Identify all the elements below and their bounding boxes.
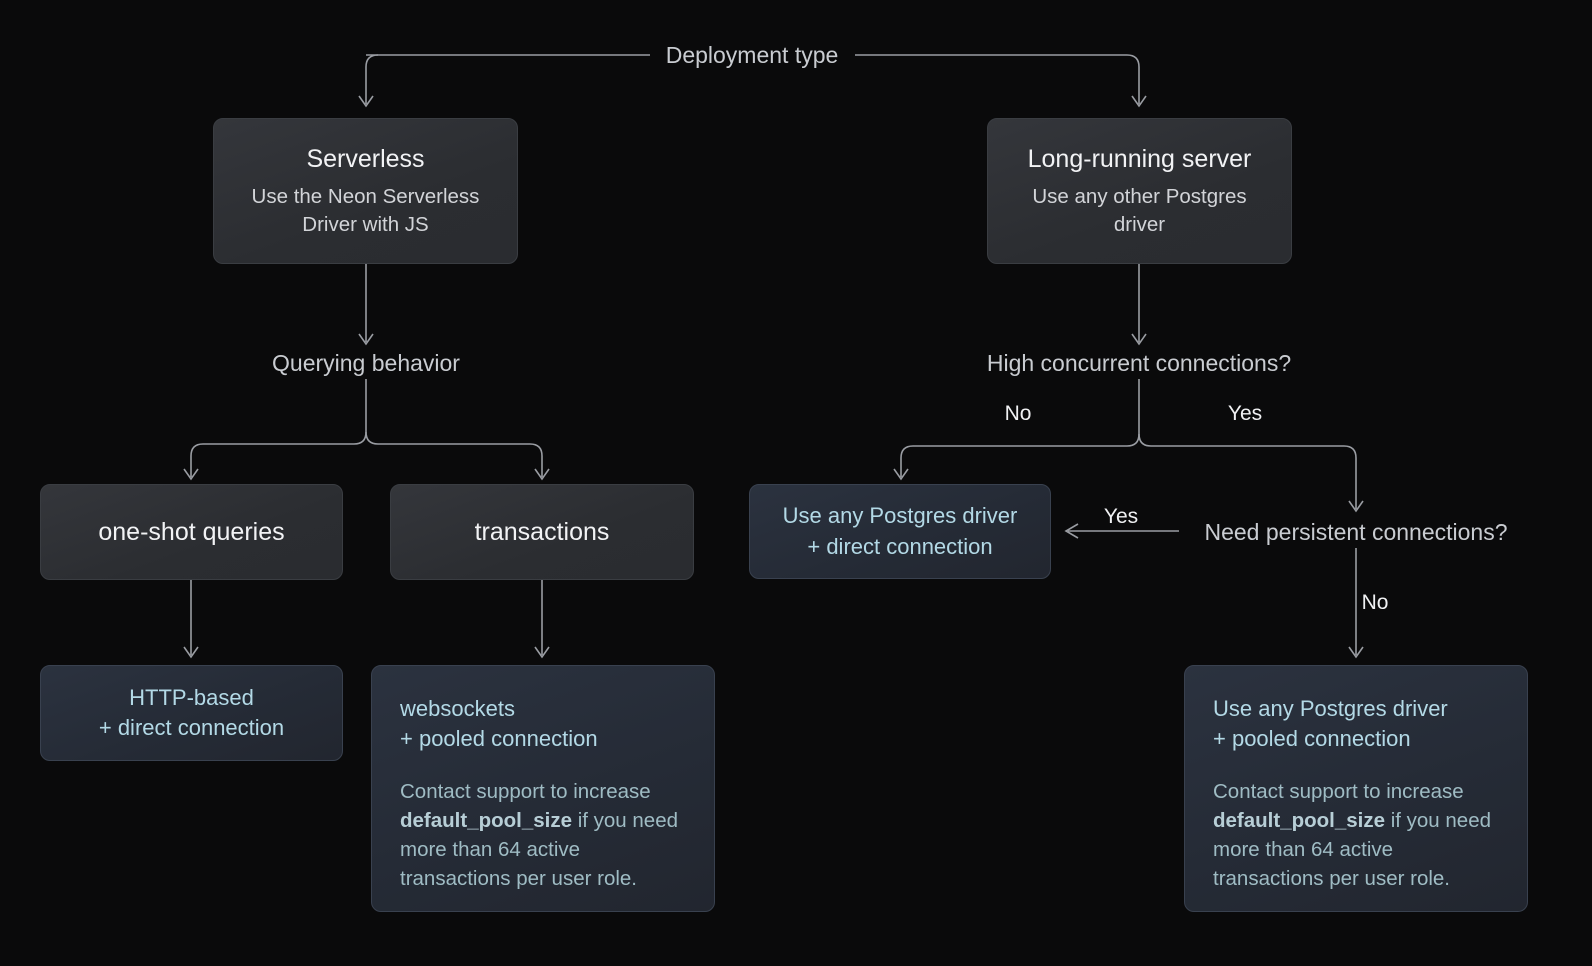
- arrowhead-websockets: [534, 646, 550, 659]
- node-http-direct-line1: HTTP-based: [129, 684, 254, 710]
- arrowhead-oneshot: [183, 468, 199, 481]
- branch-label-concurrent-no: No: [1004, 402, 1032, 425]
- edge-querying-to-transactions: [365, 431, 543, 477]
- node-websockets-body-before: Contact support to increase: [400, 779, 651, 803]
- node-websockets-body-after: if you need more than 64 active transact…: [400, 808, 679, 891]
- node-websockets-pooled-connection[interactable]: websockets + pooled connection Contact s…: [371, 665, 715, 912]
- node-driver-direct-line1: Use any Postgres driver: [782, 503, 1018, 529]
- branch-label-persistent-no: No: [1361, 591, 1389, 614]
- decision-need-persistent-connections: Need persistent connections?: [1204, 519, 1508, 545]
- node-transactions-title: transactions: [474, 518, 610, 546]
- node-driver-pooled-body-code: default_pool_size: [1213, 808, 1386, 832]
- decision-querying-behavior: Querying behavior: [272, 350, 460, 376]
- node-one-shot-queries-title: one-shot queries: [98, 518, 285, 546]
- arrowhead-long-running: [1131, 95, 1147, 108]
- node-http-based-direct-connection[interactable]: HTTP-based + direct connection: [40, 665, 343, 761]
- edge-querying-to-oneshot: [190, 431, 367, 477]
- node-long-running-title: Long-running server: [1027, 145, 1252, 174]
- node-websockets-line2: + pooled connection: [400, 726, 598, 752]
- node-one-shot-queries[interactable]: one-shot queries: [40, 484, 343, 580]
- edge-concurrent-no: [900, 433, 1140, 477]
- node-websockets-body: Contact support to increase default_pool…: [372, 777, 714, 893]
- node-driver-pooled-body-before: Contact support to increase: [1213, 779, 1464, 803]
- node-serverless[interactable]: Serverless Use the Neon Serverless Drive…: [213, 118, 518, 264]
- node-driver-pooled-body-after: if you need more than 64 active transact…: [1213, 808, 1492, 891]
- arrowhead-concurrent: [1131, 333, 1147, 346]
- node-driver-pooled-line1: Use any Postgres driver: [1213, 696, 1448, 721]
- node-long-running-server[interactable]: Long-running server Use any other Postgr…: [987, 118, 1292, 264]
- arrowhead-concurrent-yes: [1348, 500, 1364, 513]
- arrowhead-concurrent-no: [893, 468, 909, 481]
- node-driver-pooled-body: Contact support to increase default_pool…: [1185, 777, 1527, 893]
- arrowhead-serverless: [358, 95, 374, 108]
- node-serverless-subtitle: Use the Neon Serverless Driver with JS: [251, 185, 480, 236]
- arrowhead-http: [183, 646, 199, 659]
- arrowhead-querying: [358, 333, 374, 346]
- node-websockets-line1: websockets: [400, 696, 515, 721]
- arrowhead-transactions: [534, 468, 550, 481]
- node-long-running-subtitle: Use any other Postgres driver: [1032, 185, 1247, 236]
- node-use-driver-direct-connection[interactable]: Use any Postgres driver + direct connect…: [749, 484, 1051, 579]
- arrowhead-persistent-no: [1348, 646, 1364, 659]
- arrowhead-persistent-yes: [1064, 523, 1079, 539]
- node-driver-direct-line2: + direct connection: [807, 533, 993, 559]
- node-driver-pooled-connection[interactable]: Use any Postgres driver + pooled connect…: [1184, 665, 1528, 912]
- edge-root-to-long-running: [1126, 54, 1140, 104]
- edge-root-to-serverless: [365, 54, 379, 104]
- decision-high-concurrent-connections: High concurrent connections?: [986, 350, 1292, 376]
- branch-label-concurrent-yes: Yes: [1227, 402, 1263, 425]
- edge-concurrent-yes: [1138, 433, 1357, 509]
- node-websockets-body-code: default_pool_size: [400, 808, 573, 832]
- node-serverless-title: Serverless: [306, 145, 425, 174]
- branch-label-persistent-yes: Yes: [1103, 505, 1139, 528]
- node-transactions[interactable]: transactions: [390, 484, 694, 580]
- node-http-direct-line2: + direct connection: [98, 715, 285, 740]
- node-driver-pooled-line2: + pooled connection: [1213, 726, 1411, 752]
- root-label-deployment-type: Deployment type: [665, 42, 839, 68]
